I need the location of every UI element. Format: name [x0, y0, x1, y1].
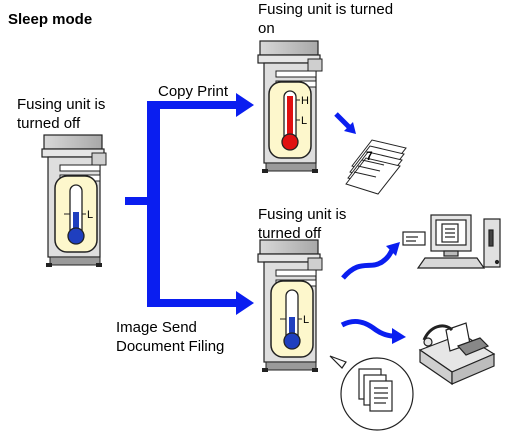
thermo-left-low-mark: L	[87, 209, 93, 221]
svg-text:7: 7	[366, 149, 373, 163]
bottom-fusing-label-line1: Fusing unit is	[258, 206, 347, 223]
left-fusing-label-line2: turned off	[17, 115, 81, 132]
thermo-top-low-mark: L	[301, 115, 307, 127]
thermo-top-high-mark: H	[301, 95, 309, 107]
send-arrow-to-fax	[340, 318, 406, 344]
branch-arrows	[125, 93, 254, 315]
thermo-bottom-low-mark: L	[303, 314, 309, 326]
bottom-fusing-label-line2: turned off	[258, 225, 322, 242]
document-filing-bubble-icon	[329, 355, 414, 431]
thermometer-left	[54, 175, 98, 253]
left-fusing-label-line1: Fusing unit is	[17, 96, 106, 113]
copy-print-label: Copy Print	[158, 83, 229, 100]
image-send-label: Image Send	[116, 319, 197, 336]
page-title: Sleep mode	[8, 11, 93, 28]
fax-machine-icon	[418, 322, 496, 386]
printed-paper-stack-icon: 7	[345, 139, 407, 195]
print-output-arrow	[334, 112, 356, 134]
thermometer-top	[268, 81, 312, 159]
send-arrow-to-pc	[341, 242, 400, 280]
thermometer-bottom	[270, 280, 314, 358]
computer-icon	[402, 214, 501, 269]
top-fusing-label-line2: on	[258, 20, 275, 37]
top-fusing-label-line1: Fusing unit is turned	[258, 1, 394, 18]
document-filing-label: Document Filing	[116, 338, 225, 355]
